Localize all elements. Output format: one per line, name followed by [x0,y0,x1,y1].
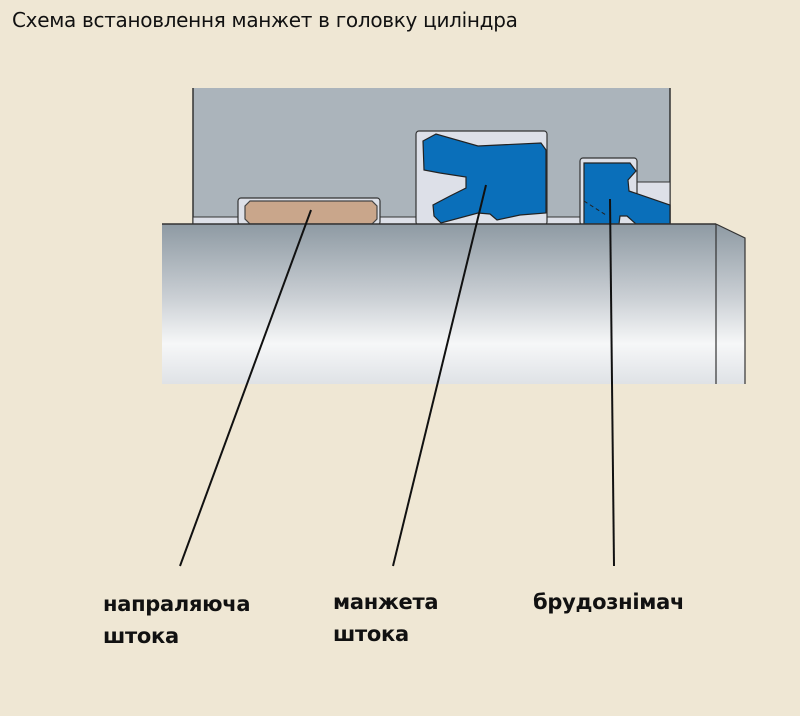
leader-line-guide-ring [179,209,312,567]
label-guide-ring: напраляюча штока [103,588,251,652]
label-rod-seal: манжета штока [333,586,439,650]
label-wiper-line1: брудознімач [533,590,685,614]
leader-line-rod-seal [392,184,487,567]
label-rod-seal-line1: манжета [333,590,439,614]
label-guide-ring-line2: штока [103,624,179,648]
diagram-title: Схема встановлення манжет в головку цилі… [12,8,518,32]
label-guide-ring-line1: напраляюча [103,592,251,616]
label-wiper: брудознімач [533,586,684,618]
guide-ring [237,197,381,226]
rod-seal [415,130,548,226]
label-rod-seal-line2: штока [333,622,409,646]
leader-line-wiper [609,198,615,567]
piston-rod [162,223,746,384]
